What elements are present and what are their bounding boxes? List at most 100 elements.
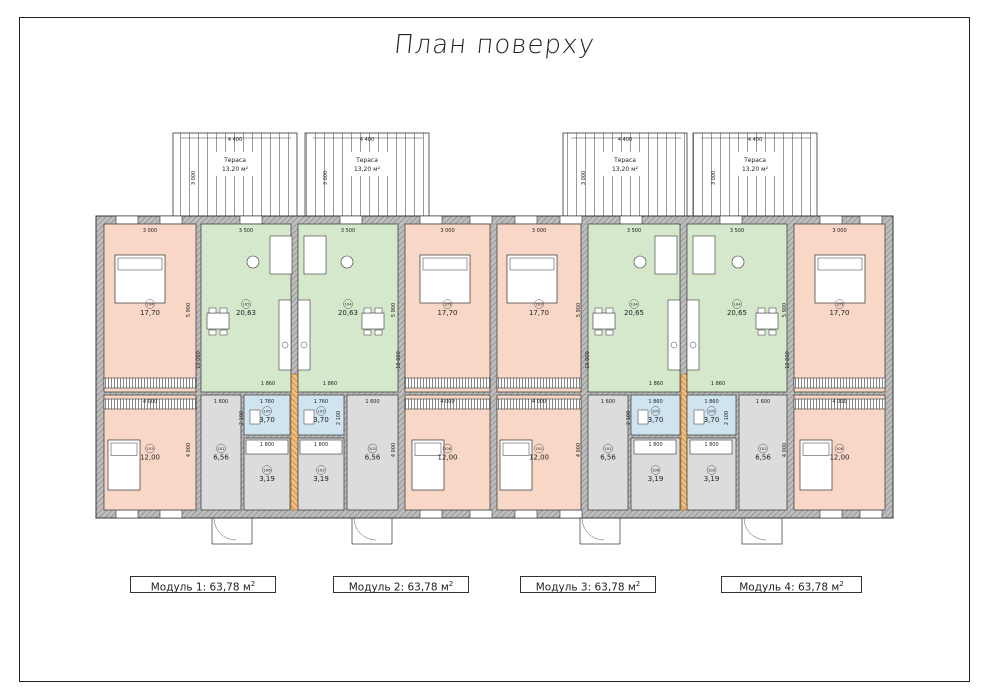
- room-number: 106: [836, 446, 844, 451]
- wc-height-dim: 2 100: [626, 411, 632, 425]
- door-swing: [353, 517, 377, 541]
- stove-icon: [300, 341, 308, 349]
- chair-icon: [768, 307, 777, 314]
- chair-icon: [757, 307, 766, 314]
- window: [115, 215, 139, 225]
- room-number: 105: [708, 409, 716, 414]
- room-service: [587, 394, 629, 511]
- entry-door: [211, 517, 253, 545]
- room-number-marker: [241, 299, 251, 309]
- terrace-label-bg: [733, 152, 777, 176]
- room-number: 101: [369, 446, 377, 451]
- wardrobe-icon: [496, 398, 582, 410]
- room-width-dim: 3 500: [627, 228, 641, 234]
- room-labels: 4 400 3 000 Тераса 13,20 м² 4 400 3 000 Тераса…: [140, 137, 850, 483]
- chair-icon: [219, 329, 228, 336]
- depth-dim: 10 000: [785, 351, 791, 369]
- room-number-marker: [650, 406, 661, 416]
- room-number: 106: [263, 468, 271, 473]
- toilet-icon: [249, 409, 261, 425]
- room-number: 105: [652, 409, 660, 414]
- room-width-dim: 3 500: [239, 228, 253, 234]
- chair-icon: [374, 307, 383, 314]
- chair-icon: [208, 307, 217, 314]
- room-number: 104: [146, 302, 154, 307]
- room-number: 102: [317, 468, 325, 473]
- window: [239, 215, 263, 225]
- room-area: 3,70: [259, 416, 275, 424]
- plant-icon: [340, 255, 354, 269]
- lower-height-dim: 4 000: [391, 443, 397, 457]
- room-width-dim: 1 860: [648, 399, 662, 405]
- room-number: 105: [242, 302, 250, 307]
- room-area: 20,63: [236, 309, 256, 317]
- wc-width-dim: 1 860: [711, 381, 725, 387]
- room-bedroom: [103, 223, 197, 393]
- room-number-marker: [706, 406, 717, 416]
- wardrobe-icon: [103, 398, 197, 410]
- room-number: 101: [759, 446, 767, 451]
- room-width-dim: 4 000: [440, 399, 454, 405]
- lower-height-dim: 4 000: [782, 443, 788, 457]
- wardrobe-icon: [793, 398, 886, 410]
- sofa-icon: [269, 235, 293, 275]
- terrace-width-dim: 4 400: [618, 137, 632, 143]
- room-area: 3,19: [259, 475, 275, 483]
- plant-icon: [731, 255, 745, 269]
- module-1-label: Модуль 1: 63,78 м2: [130, 576, 276, 594]
- room-service: [346, 394, 399, 511]
- kitchen-counter: [278, 299, 292, 371]
- room-width-dim: 4 000: [532, 399, 546, 405]
- room-area: 17,70: [529, 309, 549, 317]
- window: [859, 215, 883, 225]
- terrace-depth-dim: 3 000: [323, 171, 329, 185]
- bathtub-icon: [689, 439, 733, 455]
- toilet-icon: [303, 409, 315, 425]
- room-number-marker: [603, 443, 613, 454]
- terrace-label-bg: [345, 152, 389, 176]
- wardrobe-icon: [103, 377, 197, 389]
- room-width-dim: 1 800: [314, 442, 328, 448]
- wc-height-dim: 2 100: [724, 411, 730, 425]
- room-area: 20,65: [624, 309, 644, 317]
- room-number-marker: [216, 443, 226, 454]
- wc-width-dim: 1 860: [323, 381, 337, 387]
- terrace-label: Тераса: [613, 157, 636, 164]
- bathtub-icon: [633, 439, 677, 455]
- room-number-marker: [650, 465, 661, 475]
- room-number: 103: [535, 302, 543, 307]
- entry-door: [351, 517, 393, 545]
- room-width-dim: 1 600: [756, 399, 770, 405]
- terrace-label: Тераса: [355, 157, 378, 164]
- terrace-area: 13,20 м²: [742, 166, 769, 173]
- room-number-marker: [262, 465, 272, 475]
- terrace-width-dim: 4 400: [360, 137, 374, 143]
- room-area: 3,70: [704, 416, 720, 424]
- depth-dim: 10 000: [196, 351, 202, 369]
- depth-dim: 10 000: [396, 351, 402, 369]
- room-area: 17,70: [140, 309, 160, 317]
- room-number-marker: [316, 465, 326, 475]
- window: [514, 509, 538, 519]
- room-width-dim: 3 000: [440, 228, 454, 234]
- chair-icon: [374, 329, 383, 336]
- chair-icon: [363, 307, 372, 314]
- room-width-dim: 4 000: [143, 399, 157, 405]
- room-bedroom: [404, 223, 491, 393]
- room-area: 12,00: [437, 454, 457, 462]
- room-number-marker: [316, 406, 326, 416]
- furniture: [103, 235, 886, 491]
- window: [159, 509, 183, 519]
- pillow-icon: [502, 442, 530, 456]
- plant-icon: [633, 255, 647, 269]
- wc-width-dim: 1 860: [649, 381, 663, 387]
- wardrobe-icon: [404, 398, 491, 410]
- chair-icon: [768, 329, 777, 336]
- chair-icon: [605, 307, 614, 314]
- room-bedroom: [496, 223, 582, 393]
- bathtub-icon: [245, 439, 289, 455]
- pillow-icon: [110, 442, 138, 456]
- room-number-marker: [534, 299, 544, 309]
- table-icon: [206, 312, 230, 330]
